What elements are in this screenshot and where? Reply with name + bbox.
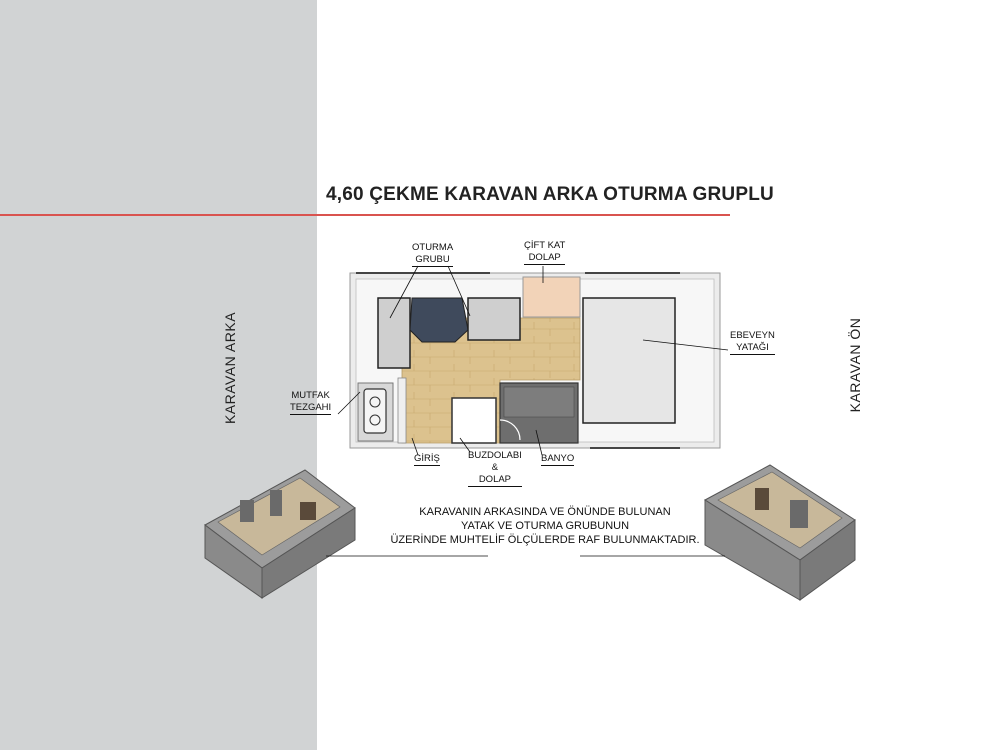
isometric-view-front	[704, 464, 856, 601]
seat-right	[467, 297, 521, 341]
label-oturma-grubu: OTURMA GRUBU	[412, 242, 454, 267]
note-text: KARAVANIN ARKASINDA VE ÖNÜNDE BULUNAN YA…	[390, 506, 700, 546]
seat-table-dark	[409, 297, 469, 343]
label-cift-kat-dolap: ÇİFT KAT DOLAP	[524, 240, 566, 265]
fridge	[451, 397, 497, 444]
label-giris: GİRİŞ	[414, 453, 440, 466]
label-karavan-on: KARAVAN ÖN	[847, 317, 863, 413]
page-title: 4,60 ÇEKME KARAVAN ARKA OTURMA GRUPLU	[326, 184, 774, 205]
double-cabinet	[522, 276, 581, 318]
title-accent-line	[0, 214, 730, 216]
master-bed	[582, 297, 676, 424]
label-ebeveyn-yatagi: EBEVEYN YATAĞI	[730, 330, 775, 355]
label-karavan-arka: KARAVAN ARKA	[222, 311, 238, 425]
label-mutfak-tezgahi: MUTFAK TEZGAHI	[290, 390, 332, 415]
seat-left	[377, 297, 411, 369]
label-buzdolabi-dolap: BUZDOLABI & DOLAP	[468, 450, 522, 487]
left-gray-panel	[0, 0, 317, 750]
isometric-view-rear	[204, 469, 356, 599]
label-banyo: BANYO	[541, 453, 575, 466]
